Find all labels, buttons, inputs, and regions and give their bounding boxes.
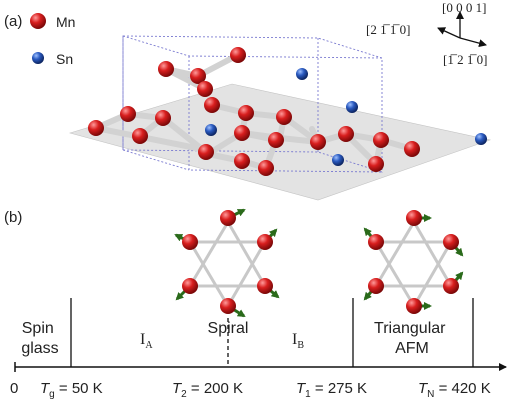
mn-atom <box>406 210 422 226</box>
origin-label: 0 <box>10 380 18 397</box>
unit-cell <box>122 35 383 173</box>
phase-ib: IB <box>292 331 304 351</box>
axis-right-arrow <box>459 37 487 48</box>
mn-atom <box>120 106 136 122</box>
axis-right-label: [1̅ 2 1̅ 0] <box>443 52 487 67</box>
temp-tn: TN = 420 K <box>418 380 491 400</box>
sn-atoms <box>205 68 487 166</box>
legend-sn-label: Sn <box>56 51 73 67</box>
mn-atom <box>155 110 171 126</box>
temp-t1: T1 = 275 K <box>296 380 367 400</box>
mn-atom <box>88 120 104 136</box>
mn-atom <box>373 132 389 148</box>
phase-spin-glass: Spin glass <box>21 320 58 357</box>
sn-atom <box>296 68 308 80</box>
mn-atom <box>406 298 422 314</box>
mn-atoms <box>88 47 420 176</box>
mn-atom <box>182 278 198 294</box>
mn-atom <box>204 97 220 113</box>
mn-atom <box>443 234 459 250</box>
panel-a: (a) Mn Sn [0 0 0 1] [2 1̅ 1̅ 0] [1̅ 2 1̅… <box>4 0 492 201</box>
axis-left-label: [2 1̅ 1̅ 0] <box>366 22 410 37</box>
panel-a-label: (a) <box>4 13 22 30</box>
panel-b-label: (b) <box>4 209 22 226</box>
axis-up-label: [0 0 0 1] <box>442 0 486 15</box>
triangular-afm-spin-structure <box>363 210 464 314</box>
mn-atom <box>238 105 254 121</box>
mn-atom <box>220 210 236 226</box>
phase-afm-line1: Triangular <box>374 320 446 337</box>
mn-atom <box>258 160 274 176</box>
mn-atom <box>234 125 250 141</box>
mn-atom <box>368 278 384 294</box>
mn-atom <box>404 141 420 157</box>
panel-b: (b) <box>4 208 507 400</box>
phase-triangular-afm: Triangular AFM <box>374 320 450 357</box>
legend: Mn Sn <box>30 13 75 67</box>
mn-atom <box>368 156 384 172</box>
mn-atom <box>276 109 292 125</box>
phase-spin-glass-line2: glass <box>21 340 58 357</box>
axis-left-arrow <box>437 27 461 39</box>
crystal-axes: [0 0 0 1] [2 1̅ 1̅ 0] [1̅ 2 1̅ 0] <box>366 0 487 67</box>
mn-atom <box>234 153 250 169</box>
sn-atom <box>346 101 358 113</box>
afm-kagome-bonds <box>373 219 454 309</box>
phase-afm-line2: AFM <box>395 340 429 357</box>
mn-atom <box>443 278 459 294</box>
spiral-spin-structure <box>174 208 280 318</box>
phase-spiral: Spiral <box>208 320 249 337</box>
legend-sn-marker <box>32 52 44 64</box>
mn-atom <box>310 134 326 150</box>
temperature-labels: Tg = 50 K T2 = 200 K T1 = 275 K TN = 420… <box>40 380 491 400</box>
mn-atom <box>220 298 236 314</box>
mn-atom <box>338 126 354 142</box>
phase-labels: Spin glass IA Spiral IB Triangular AFM <box>21 320 450 357</box>
sn-atom <box>332 154 344 166</box>
mn-atom <box>197 81 213 97</box>
temp-tg: Tg = 50 K <box>40 380 103 400</box>
mn-atom <box>257 278 273 294</box>
spiral-kagome-bonds <box>187 219 268 309</box>
temp-t2: T2 = 200 K <box>172 380 243 400</box>
mn-atom <box>158 61 174 77</box>
mn-atom <box>257 234 273 250</box>
sn-atom <box>205 124 217 136</box>
mn-atom <box>132 128 148 144</box>
mn-atom <box>182 234 198 250</box>
temperature-axis: 0 <box>10 298 507 397</box>
legend-mn-label: Mn <box>56 14 75 30</box>
mn-atom <box>198 144 214 160</box>
phase-ia: IA <box>140 331 153 351</box>
mn-atom <box>190 68 206 84</box>
phase-spin-glass-line1: Spin <box>22 320 54 337</box>
sn-atom <box>475 133 487 145</box>
mn-atom <box>230 47 246 63</box>
mn-atom <box>268 132 284 148</box>
legend-mn-marker <box>30 13 46 29</box>
mn-atom <box>368 234 384 250</box>
